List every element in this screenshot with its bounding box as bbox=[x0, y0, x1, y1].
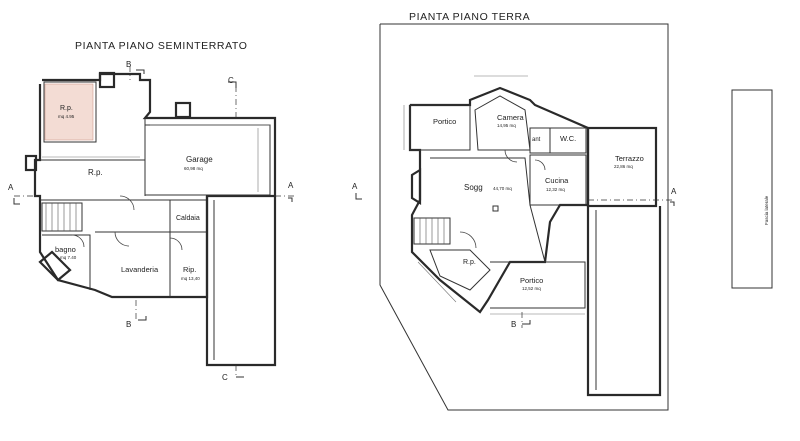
section-c-bottom: C bbox=[222, 365, 244, 382]
portico-top-room bbox=[409, 104, 471, 151]
door-ground-1 bbox=[459, 231, 477, 249]
label-wc: W.C. bbox=[560, 134, 576, 143]
label-sogg: Sogg bbox=[464, 183, 483, 192]
label-caldaia: Caldaia bbox=[176, 215, 200, 222]
garage-ramp bbox=[205, 196, 277, 367]
area-bagno: mq 7.40 bbox=[60, 255, 77, 260]
area-sogg: 44,70 mq bbox=[493, 186, 512, 191]
lot-boundary bbox=[379, 23, 669, 411]
area-portico-bottom: 12,52 mq bbox=[522, 286, 541, 291]
section-a-left-ground-label: A bbox=[352, 182, 358, 191]
rp-top-hatch bbox=[44, 83, 94, 141]
title-ground-floor: PIANTA PIANO TERRA bbox=[409, 11, 530, 23]
section-b-ground-label: B bbox=[511, 320, 516, 329]
section-b-top: B bbox=[126, 60, 145, 80]
section-a-left-label: A bbox=[8, 183, 14, 192]
side-strip bbox=[731, 89, 773, 289]
label-bagno: bagno bbox=[55, 245, 76, 254]
bagno-room bbox=[42, 234, 91, 290]
sogg-room bbox=[430, 157, 546, 263]
terrazzo-area bbox=[586, 126, 658, 208]
label-portico-bottom: Portico bbox=[520, 276, 543, 285]
ground-floor-plan: Fascia laterale bbox=[352, 23, 773, 411]
area-terrazzo: 22,86 mq bbox=[614, 164, 633, 169]
bay-window-left bbox=[410, 168, 422, 205]
chimney-box-1 bbox=[98, 71, 116, 89]
area-cucina: 12,32 mq bbox=[546, 187, 565, 192]
label-terrazzo: Terrazzo bbox=[615, 154, 644, 163]
label-side-strip: Fascia laterale bbox=[764, 195, 769, 225]
basement-plan: R.p. mq 4.95 R.p. Garage 60,98 mq Caldai… bbox=[8, 60, 295, 382]
section-a-left-basement: A bbox=[8, 183, 40, 205]
label-lavanderia: Lavanderia bbox=[121, 265, 159, 274]
ground-ramp bbox=[586, 206, 662, 397]
door-basement-2 bbox=[114, 231, 130, 247]
section-a-right-ground-label: A bbox=[671, 187, 677, 196]
ground-dim-diag bbox=[417, 261, 457, 303]
section-b-bottom-label: B bbox=[126, 320, 131, 329]
door-ground-3 bbox=[534, 159, 546, 171]
door-basement-1 bbox=[119, 195, 135, 211]
portico-bottom-area bbox=[490, 261, 586, 309]
rp-ground-room bbox=[429, 249, 491, 291]
bagno-bay bbox=[38, 250, 72, 282]
cucina-room bbox=[529, 154, 587, 206]
door-ground-2 bbox=[504, 149, 518, 163]
title-basement: PIANTA PIANO SEMINTERRATO bbox=[75, 40, 248, 52]
door-basement-4 bbox=[169, 237, 183, 251]
section-b-bottom: B bbox=[126, 300, 147, 329]
section-c-top-label: C bbox=[228, 76, 234, 85]
section-b-ground: B bbox=[511, 312, 531, 329]
rp-top-room bbox=[43, 81, 97, 143]
camera-room bbox=[474, 95, 531, 151]
ground-stairs bbox=[413, 217, 451, 245]
label-ant: ant bbox=[532, 137, 541, 143]
section-a-right-ground: A bbox=[588, 187, 677, 206]
door-basement-3 bbox=[71, 234, 85, 248]
chimney-box-3 bbox=[24, 154, 38, 172]
area-garage: 60,98 mq bbox=[184, 166, 203, 171]
section-a-left-ground: A bbox=[352, 182, 362, 200]
label-rip: Rip. bbox=[183, 265, 196, 274]
label-rp-top: R.p. bbox=[60, 105, 73, 112]
area-rp-top: mq 4.95 bbox=[58, 114, 75, 119]
basement-stairs bbox=[41, 202, 83, 232]
label-rp-ground: R.p. bbox=[463, 259, 476, 266]
section-b-top-label: B bbox=[126, 60, 131, 69]
section-a-right-label: A bbox=[288, 181, 294, 190]
fixture-square bbox=[492, 205, 499, 212]
section-a-right-basement: A bbox=[275, 181, 295, 202]
section-c-top: C bbox=[228, 76, 237, 118]
ant-room bbox=[529, 127, 551, 154]
chimney-box-2 bbox=[174, 101, 192, 119]
label-rp-main: R.p. bbox=[88, 168, 103, 177]
area-rip: mq 13,40 bbox=[181, 276, 200, 281]
section-c-bottom-label: C bbox=[222, 373, 228, 382]
label-garage: Garage bbox=[186, 155, 213, 164]
area-camera: 14,95 mq bbox=[497, 123, 516, 128]
label-portico-top: Portico bbox=[433, 117, 456, 126]
label-camera: Camera bbox=[497, 113, 525, 122]
label-cucina: Cucina bbox=[545, 176, 569, 185]
